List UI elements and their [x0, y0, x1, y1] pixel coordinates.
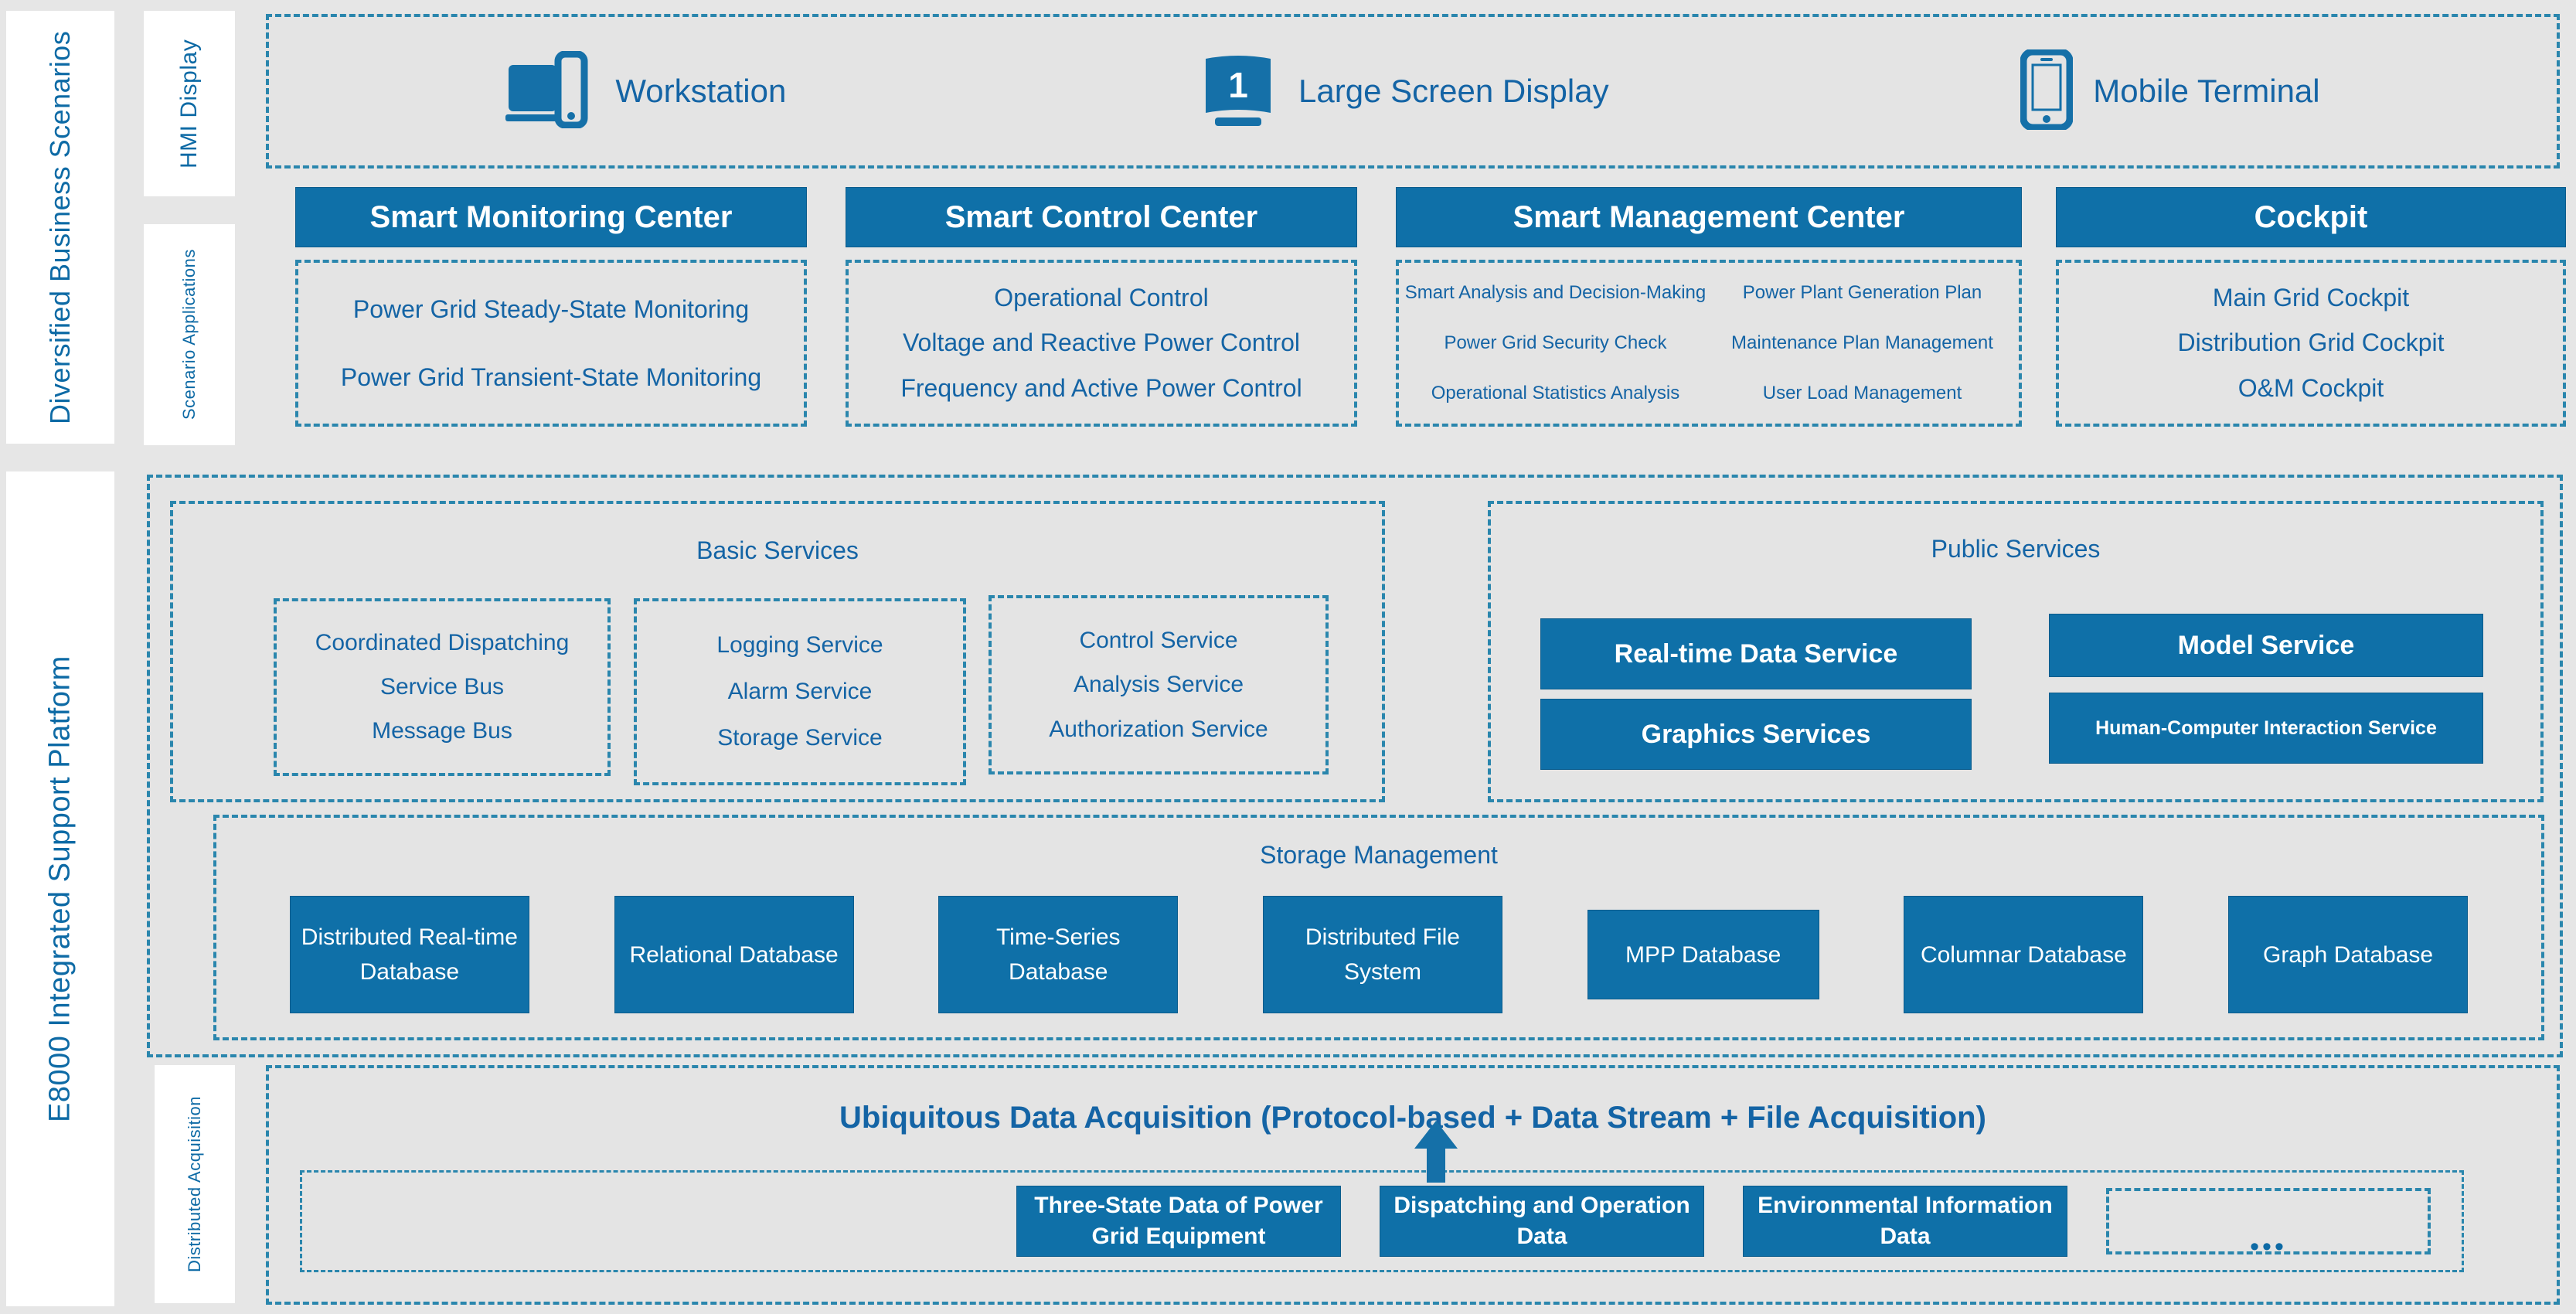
scenario-item[interactable]: Power Grid Security Check	[1444, 332, 1667, 353]
database-card[interactable]: Distributed Real-time Database	[289, 896, 529, 1013]
scenario-items: Power Grid Steady-State Monitoring Power…	[295, 260, 807, 427]
public-service-pill[interactable]: Graphics Services	[1540, 699, 1972, 770]
service-item[interactable]: Control Service	[1079, 627, 1238, 653]
scenario-item[interactable]: Power Grid Transient-State Monitoring	[340, 363, 762, 391]
service-item[interactable]: Coordinated Dispatching	[315, 630, 570, 655]
scenario-title[interactable]: Smart Monitoring Center	[295, 187, 807, 247]
acquisition-sources-panel: Three-State Data of Power Grid Equipment…	[300, 1170, 2464, 1272]
workstation-icon	[505, 50, 595, 132]
hmi-display-strip: Workstation 1 Large Screen Display	[266, 14, 2560, 169]
large-screen-glyph: 1	[1228, 65, 1248, 105]
basic-services-group: Coordinated Dispatching Service Bus Mess…	[274, 598, 611, 776]
scenario-items: Operational Control Voltage and Reactive…	[846, 260, 1357, 427]
scenario-title[interactable]: Smart Control Center	[846, 187, 1357, 247]
service-item[interactable]: Message Bus	[372, 718, 512, 744]
database-card[interactable]: Distributed File System	[1262, 896, 1502, 1013]
acquisition-card[interactable]: Environmental Information Data	[1743, 1186, 2067, 1257]
hmi-item-large-screen[interactable]: 1 Large Screen Display	[1198, 51, 1609, 132]
scenario-column-smart-control-center: Smart Control Center Operational Control…	[846, 187, 1357, 427]
scenario-items: Smart Analysis and Decision-Making Power…	[1396, 260, 2022, 427]
acquisition-card[interactable]: Dispatching and Operation Data	[1380, 1186, 1704, 1257]
rail-distributed-acquisition: Distributed Acquisition	[155, 1065, 235, 1303]
public-service-pill[interactable]: Human-Computer Interaction Service	[2049, 693, 2483, 764]
basic-services-group: Logging Service Alarm Service Storage Se…	[634, 598, 966, 785]
scenario-item[interactable]: Distribution Grid Cockpit	[2177, 328, 2445, 357]
rail-scenario-applications: Scenario Applications	[144, 224, 235, 445]
rail-business-scenarios: Diversified Business Scenarios	[6, 11, 114, 444]
rail-hmi-display: HMI Display	[144, 11, 235, 196]
storage-database-row: Distributed Real-time Database Relationa…	[247, 889, 2510, 1020]
scenario-column-smart-monitoring-center: Smart Monitoring Center Power Grid Stead…	[295, 187, 807, 427]
database-card[interactable]: Graph Database	[2228, 896, 2469, 1013]
hmi-item-mobile-terminal[interactable]: Mobile Terminal	[2020, 48, 2320, 134]
scenario-item[interactable]: Power Plant Generation Plan	[1742, 282, 1982, 304]
scenario-item[interactable]: User Load Management	[1762, 382, 1962, 403]
public-services-title: Public Services	[1931, 535, 2101, 563]
hmi-label: Large Screen Display	[1298, 73, 1609, 109]
basic-services-title: Basic Services	[696, 536, 859, 564]
public-service-pill[interactable]: Real-time Data Service	[1540, 618, 1972, 689]
service-item[interactable]: Alarm Service	[727, 679, 873, 704]
service-item[interactable]: Storage Service	[717, 725, 883, 751]
basic-services-panel: Basic Services Coordinated Dispatching S…	[170, 501, 1385, 802]
hmi-label: Mobile Terminal	[2093, 73, 2320, 109]
database-card[interactable]: Time-Series Database	[938, 896, 1179, 1013]
scenario-title[interactable]: Smart Management Center	[1396, 187, 2022, 247]
scenario-item[interactable]: Main Grid Cockpit	[2212, 283, 2410, 311]
hmi-label: Workstation	[615, 73, 787, 109]
service-item[interactable]: Service Bus	[379, 674, 505, 700]
scenario-column-cockpit: Cockpit Main Grid Cockpit Distribution G…	[2056, 187, 2566, 427]
scenario-item[interactable]: O&M Cockpit	[2237, 374, 2384, 403]
hmi-item-workstation[interactable]: Workstation	[505, 50, 787, 132]
service-item[interactable]: Analysis Service	[1073, 672, 1244, 697]
database-card[interactable]: Relational Database	[614, 896, 854, 1013]
acquisition-placeholder-box: •••	[2106, 1188, 2431, 1260]
scenario-items: Main Grid Cockpit Distribution Grid Cock…	[2056, 260, 2566, 427]
database-card[interactable]: MPP Database	[1587, 910, 1819, 999]
acquisition-title: Ubiquitous Data Acquisition (Protocol-ba…	[839, 1101, 1986, 1135]
basic-services-group: Control Service Analysis Service Authori…	[989, 595, 1329, 774]
scenario-item[interactable]: Voltage and Reactive Power Control	[902, 328, 1301, 357]
database-card[interactable]: Columnar Database	[1904, 896, 2144, 1013]
mobile-phone-icon	[2020, 48, 2074, 134]
scenario-item[interactable]: Operational Statistics Analysis	[1431, 382, 1680, 403]
scenario-item[interactable]: Maintenance Plan Management	[1731, 332, 1993, 353]
service-item[interactable]: Logging Service	[716, 632, 883, 658]
acquisition-panel: Ubiquitous Data Acquisition (Protocol-ba…	[266, 1065, 2560, 1305]
large-screen-icon: 1	[1198, 51, 1278, 132]
scenario-item[interactable]: Smart Analysis and Decision-Making	[1404, 282, 1707, 304]
rail-platform: E8000 Integrated Support Platform	[6, 471, 114, 1306]
scenario-item[interactable]: Power Grid Steady-State Monitoring	[352, 294, 750, 323]
public-services-panel: Public Services Real-time Data Service G…	[1488, 501, 2544, 802]
ellipsis-icon: •••	[2250, 1232, 2287, 1261]
scenario-title[interactable]: Cockpit	[2056, 187, 2566, 247]
service-item[interactable]: Authorization Service	[1049, 716, 1268, 742]
storage-management-panel: Storage Management Distributed Real-time…	[213, 815, 2544, 1040]
scenario-item[interactable]: Frequency and Active Power Control	[900, 374, 1302, 403]
acquisition-card[interactable]: Three-State Data of Power Grid Equipment	[1016, 1186, 1341, 1257]
scenario-item[interactable]: Operational Control	[994, 283, 1209, 311]
scenario-column-smart-management-center: Smart Management Center Smart Analysis a…	[1396, 187, 2022, 427]
public-service-pill[interactable]: Model Service	[2049, 614, 2483, 677]
storage-management-title: Storage Management	[1260, 841, 1498, 869]
